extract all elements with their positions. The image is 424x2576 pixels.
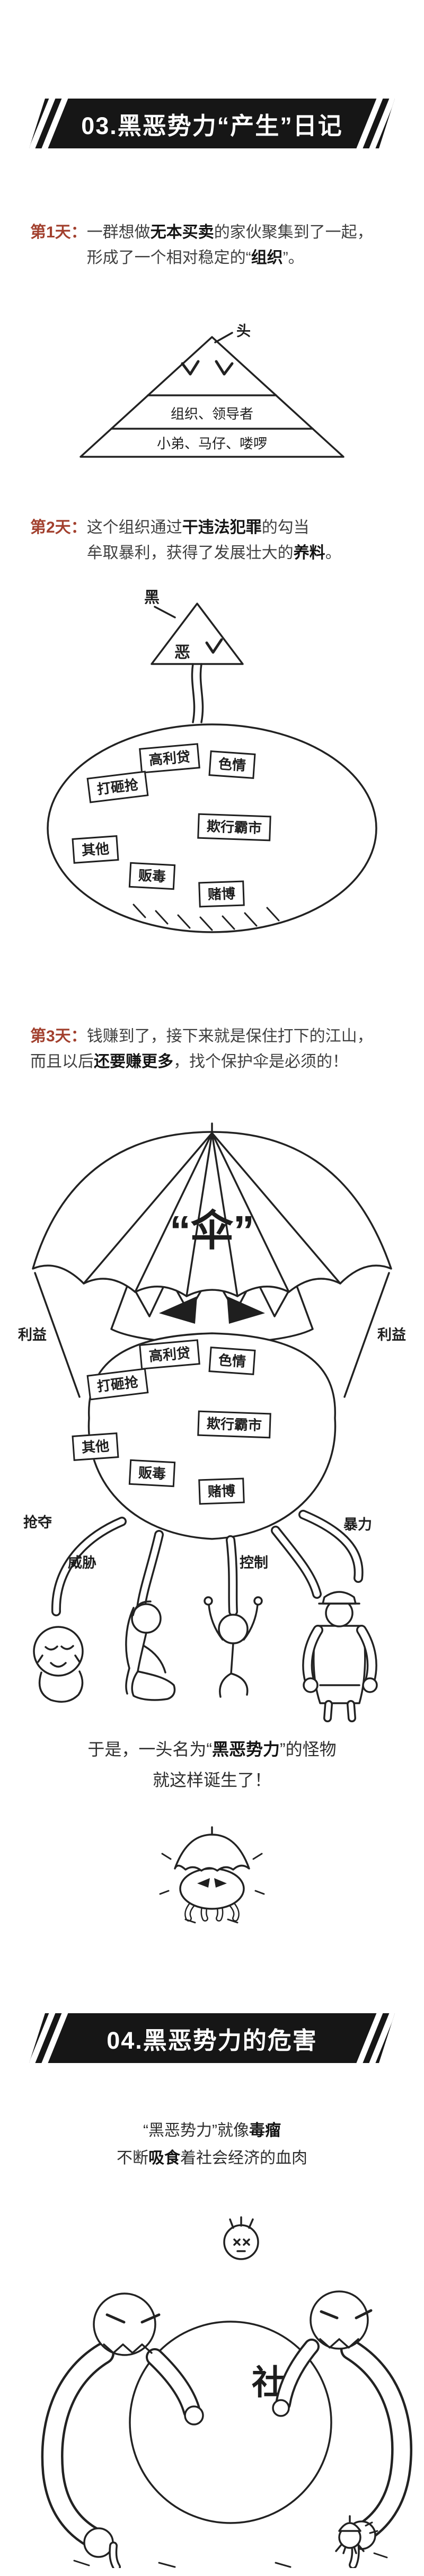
baby-monster-body — [179, 1867, 245, 1922]
umbrella-reins — [34, 1272, 390, 1398]
monster-angry-eyes — [159, 1296, 265, 1324]
pyramid-triangle — [80, 336, 344, 458]
umbrella-monster-illustration: “伞” — [0, 1121, 424, 1725]
section4-banner: 04.黑恶势力的危害 — [29, 2013, 395, 2063]
pyramid-top-label: 头 — [236, 323, 251, 339]
umbrella-canopy — [32, 1122, 392, 1297]
monster-crime-box-usury: 高利贷 — [139, 1339, 200, 1370]
conclusion-text: 于是，一头名为“黑恶势力”的怪物 就这样诞生了！ — [87, 1740, 337, 1790]
day2-label: 第2天： — [30, 519, 87, 536]
society-head — [223, 2216, 259, 2260]
interest-right-label: 利益 — [377, 1327, 406, 1343]
baby-monster-svg — [159, 1826, 265, 1924]
organization-feeding-illustration: 黑 恶 高利贷 色情 打砸抢 欺行霸 — [0, 583, 424, 954]
section3-banner: 03.黑恶势力“产生”日记 — [29, 99, 395, 148]
feed-crime-box-usury: 高利贷 — [139, 743, 200, 774]
section4-title: 04.黑恶势力的危害 — [107, 2026, 317, 2054]
day1-paragraph: 第1天： 一群想做无本买卖的家伙聚集到了一起， 形成了一个相对稳定的“组织”。 — [30, 220, 404, 271]
feed-crime-box-other: 其他 — [72, 835, 119, 864]
monster-tentacles — [51, 1510, 364, 1616]
left-tumor-monster — [41, 2292, 204, 2568]
umbrella-label: “伞” — [170, 1207, 254, 1254]
threaten-label: 威胁 — [68, 1555, 96, 1571]
monster-crime-box-market-bullying: 欺行霸市 — [197, 1410, 271, 1439]
tumor-attack-illustration: 社 — [0, 2197, 424, 2568]
day2-text: 这个组织通过干违法犯罪的勾当 牟取暴利，获得了发展壮大的养料。 — [86, 519, 341, 562]
tumor-attack-svg: 社 — [41, 2216, 413, 2568]
pyramid-top-leader-line — [214, 332, 233, 343]
victim-crying — [33, 1626, 84, 1703]
baby-umbrella-hat — [174, 1826, 250, 1872]
feed-crime-box-drugs: 贩毒 — [128, 862, 176, 890]
day2-paragraph: 第2天： 这个组织通过干违法犯罪的勾当 牟取暴利，获得了发展壮大的养料。 — [30, 515, 404, 566]
monster-crime-box-porn: 色情 — [208, 1347, 256, 1375]
day3-label: 第3天： — [30, 1028, 87, 1045]
feed-crime-box-porn: 色情 — [208, 750, 256, 779]
feed-crime-box-gambling: 赌博 — [198, 880, 245, 908]
day1-text: 一群想做无本买卖的家伙聚集到了一起， 形成了一个相对稳定的“组织”。 — [86, 224, 373, 267]
evil-triangle — [151, 603, 244, 665]
monster-crime-box-gambling: 赌博 — [198, 1477, 245, 1505]
evil-label: 恶 — [174, 644, 190, 661]
blob-shadow-hatching — [132, 904, 280, 931]
feed-crime-box-market-bullying: 欺行霸市 — [197, 813, 271, 842]
day3-paragraph: 第3天：钱赚到了，接下来就是保住打下的江山， 而且以后还要赚更多，找个保护伞是必… — [30, 1028, 373, 1070]
victim-strongman — [302, 1591, 378, 1722]
interest-left-label: 利益 — [18, 1327, 47, 1343]
violence-label: 暴力 — [343, 1517, 372, 1533]
monster-crime-box-other: 其他 — [72, 1432, 119, 1461]
victim-kneeling-woman — [125, 1600, 176, 1701]
ground-hatching — [73, 2552, 388, 2568]
feeding-rope — [191, 663, 204, 723]
grab-label: 抢夺 — [23, 1514, 52, 1530]
harm-text: “黑恶势力”就像毒瘤 不断吸食着社会经济的血肉 — [117, 2122, 307, 2167]
pyramid-illustration: 头 组织、领导者 小弟、马仔、喽啰 — [0, 315, 424, 474]
day1-label: 第1天： — [30, 224, 87, 241]
pyramid-closed-eyes — [181, 360, 234, 376]
little-umbrella-bug — [335, 2515, 378, 2554]
section3-title: 03.黑恶势力“产生”日记 — [81, 112, 343, 139]
victim-arms-raised — [204, 1596, 263, 1698]
pyramid-svg: 头 组织、领导者 小弟、马仔、喽啰 — [80, 323, 344, 458]
black-leader-line — [154, 606, 176, 618]
black-label: 黑 — [144, 589, 160, 606]
control-label: 控制 — [240, 1555, 268, 1571]
pyramid-middle-label: 组织、领导者 — [171, 406, 253, 422]
baby-monster-illustration — [0, 1823, 424, 1924]
pyramid-bottom-label: 小弟、马仔、喽啰 — [157, 436, 267, 452]
monster-crime-box-drugs: 贩毒 — [128, 1459, 176, 1488]
motion-marks — [159, 1853, 265, 1924]
